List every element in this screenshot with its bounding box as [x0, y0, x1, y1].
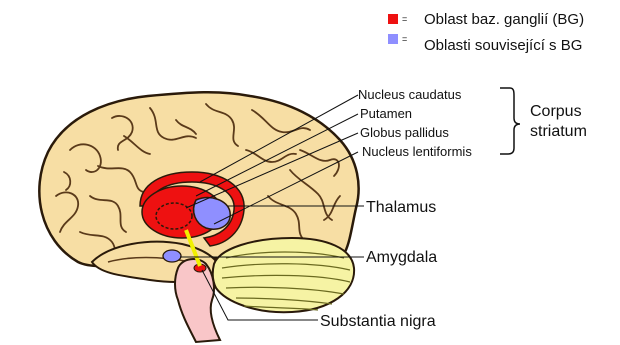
legend-text-basal-ganglia: Oblast baz. ganglií (BG) [424, 11, 584, 28]
legend: = Oblast baz. ganglií (BG) = Oblasti sou… [388, 11, 584, 54]
legend-symbol-related: = [402, 34, 407, 44]
legend-swatch-basal-ganglia [388, 14, 398, 24]
cerebellum [213, 238, 354, 312]
label-striatum: striatum [530, 123, 587, 140]
labels: Nucleus caudatus Putamen Globus pallidus… [320, 87, 587, 330]
label-thalamus: Thalamus [366, 199, 436, 216]
corpus-striatum-bracket [500, 88, 520, 154]
label-amygdala: Amygdala [366, 249, 437, 266]
legend-swatch-related [388, 34, 398, 44]
label-globus-pallidus: Globus pallidus [360, 125, 449, 140]
legend-text-related: Oblasti související s BG [424, 37, 582, 54]
amygdala [163, 250, 181, 262]
label-putamen: Putamen [360, 106, 412, 121]
label-nucleus-caudatus: Nucleus caudatus [358, 87, 462, 102]
label-nucleus-lentiformis: Nucleus lentiformis [362, 144, 472, 159]
legend-symbol-basal-ganglia: = [402, 14, 407, 24]
label-substantia-nigra: Substantia nigra [320, 313, 436, 330]
label-corpus: Corpus [530, 103, 582, 120]
